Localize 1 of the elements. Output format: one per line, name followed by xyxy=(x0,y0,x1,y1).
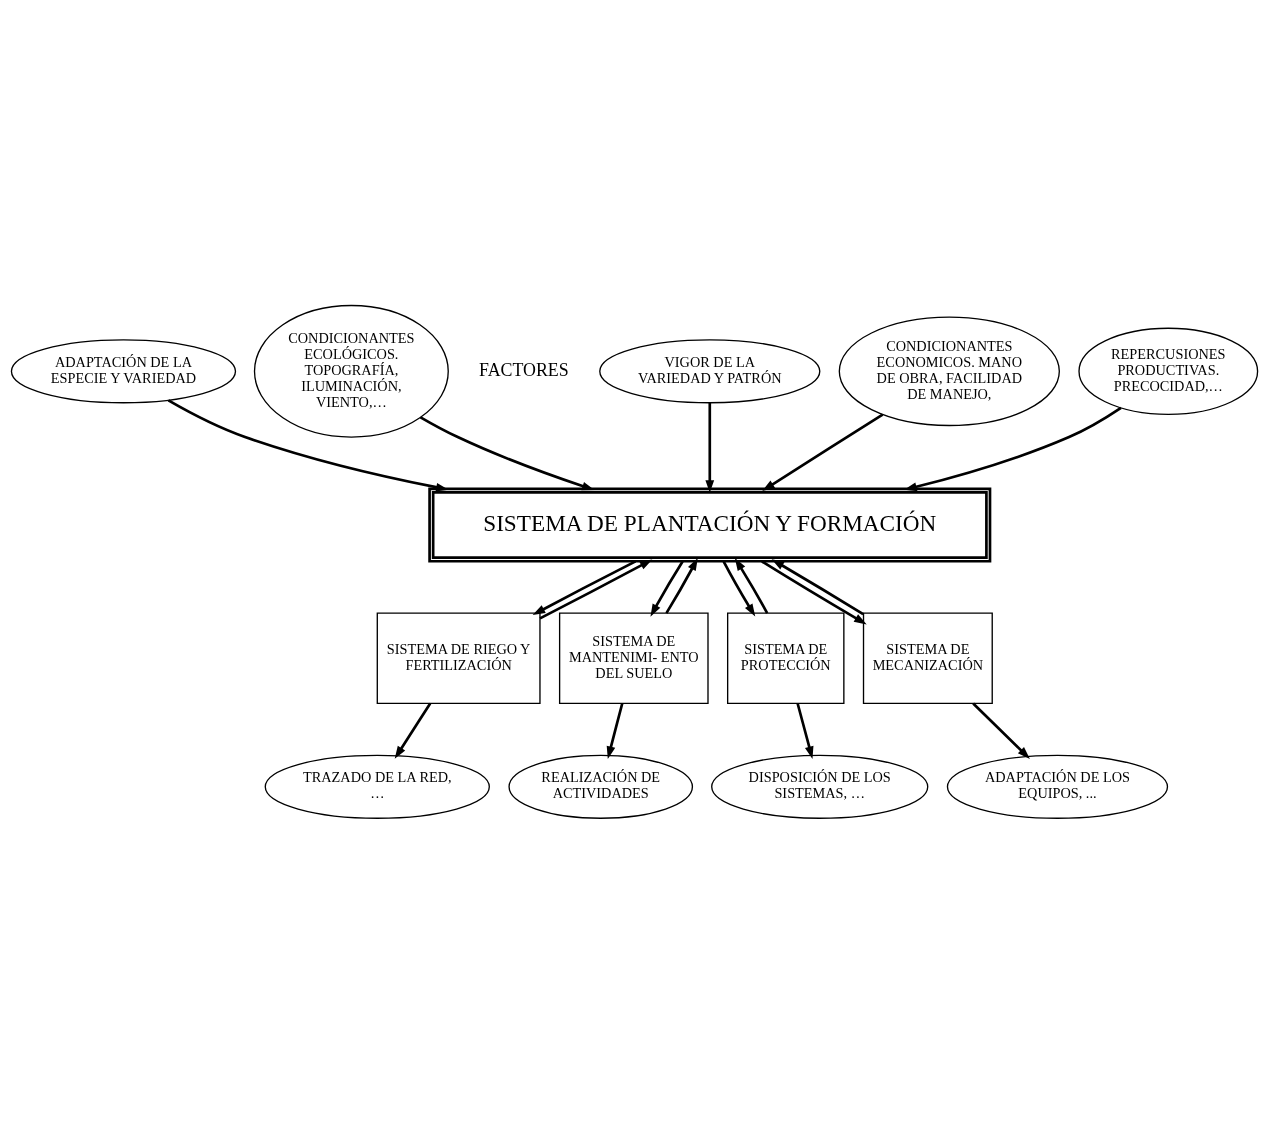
label: FACTORES xyxy=(479,359,569,380)
